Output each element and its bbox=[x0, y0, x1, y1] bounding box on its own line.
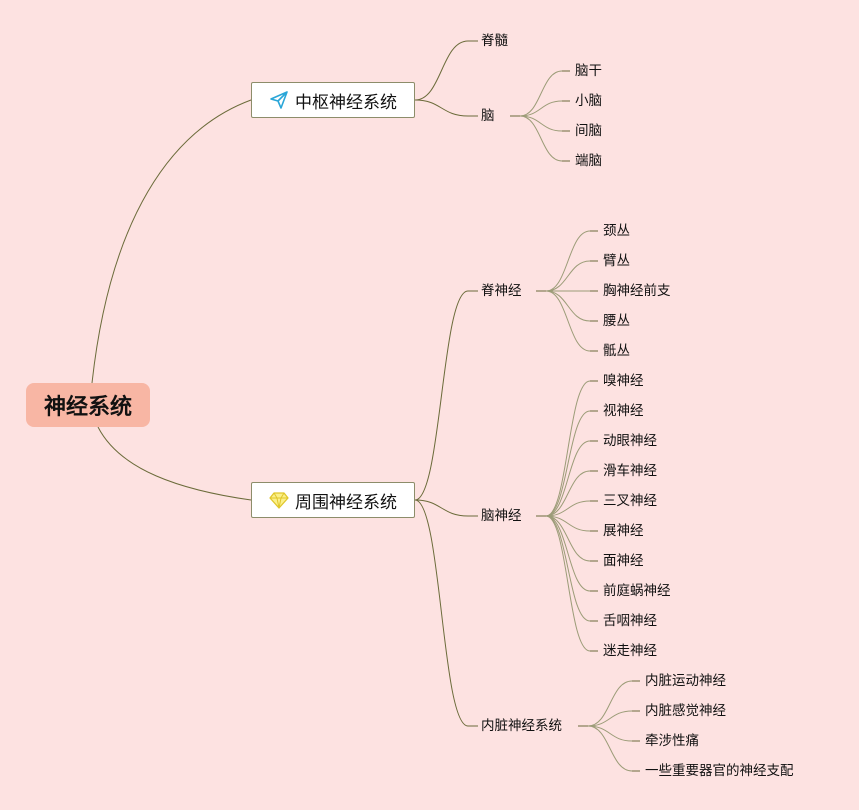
leaf-topic[interactable]: 舌咽神经 bbox=[603, 613, 657, 629]
connector-leaf bbox=[545, 410, 591, 517]
connector-leaf bbox=[519, 115, 563, 132]
connector-root-peripheral bbox=[97, 426, 252, 501]
connector-leaf bbox=[587, 725, 633, 772]
connector-leaf bbox=[587, 725, 633, 742]
leaf-topic[interactable]: 前庭蜗神经 bbox=[603, 583, 671, 599]
connector-leaf bbox=[587, 710, 633, 727]
leaf-topic[interactable]: 端脑 bbox=[575, 153, 602, 169]
leaf-topic[interactable]: 内脏运动神经 bbox=[645, 673, 726, 689]
branch-node-central-nervous-system[interactable]: 中枢神经系统 bbox=[251, 82, 415, 118]
connector-leaf bbox=[545, 470, 591, 517]
leaf-topic[interactable]: 间脑 bbox=[575, 123, 602, 139]
connector-leaf bbox=[587, 680, 633, 727]
leaf-topic[interactable]: 一些重要器官的神经支配 bbox=[645, 763, 794, 779]
connector-leaf bbox=[545, 290, 591, 352]
topic-spinal-nerves[interactable]: 脊神经 bbox=[481, 283, 522, 299]
root-node[interactable]: 神经系统 bbox=[26, 383, 150, 427]
leaf-topic[interactable]: 三叉神经 bbox=[603, 493, 657, 509]
connector-branch bbox=[414, 499, 469, 727]
leaf-topic[interactable]: 胸神经前支 bbox=[603, 283, 671, 299]
topic-visceral-nervous-system[interactable]: 内脏神经系统 bbox=[481, 718, 562, 734]
leaf-topic[interactable]: 内脏感觉神经 bbox=[645, 703, 726, 719]
leaf-topic[interactable]: 滑车神经 bbox=[603, 463, 657, 479]
leaf-topic[interactable]: 迷走神经 bbox=[603, 643, 657, 659]
leaf-topic[interactable]: 腰丛 bbox=[603, 313, 630, 329]
connector-leaf bbox=[545, 230, 591, 292]
branch-node-peripheral-nervous-system[interactable]: 周围神经系统 bbox=[251, 482, 415, 518]
leaf-topic[interactable]: 牵涉性痛 bbox=[645, 733, 699, 749]
connector-leaf bbox=[545, 515, 591, 652]
connector-branch bbox=[414, 40, 469, 101]
topic-brain[interactable]: 脑 bbox=[481, 108, 495, 124]
root-node-label: 神经系统 bbox=[43, 395, 132, 420]
leaf-topic[interactable]: 视神经 bbox=[603, 403, 644, 419]
connector-leaf bbox=[545, 440, 591, 517]
connector-branch bbox=[414, 99, 469, 117]
leaf-topic[interactable]: 颈丛 bbox=[603, 223, 630, 239]
branch-node-label: 周围神经系统 bbox=[295, 492, 397, 513]
leaf-topic[interactable]: 动眼神经 bbox=[603, 433, 657, 449]
connector-leaf bbox=[519, 100, 563, 117]
leaf-topic[interactable]: 面神经 bbox=[603, 553, 644, 569]
connector-leaf bbox=[519, 115, 563, 162]
paper-plane-icon bbox=[269, 90, 289, 110]
topic-cranial-nerves[interactable]: 脑神经 bbox=[481, 508, 522, 524]
connector-branch bbox=[414, 290, 469, 501]
branch-node-label: 中枢神经系统 bbox=[295, 92, 397, 113]
connector-leaf bbox=[545, 260, 591, 292]
connector-branch bbox=[414, 499, 469, 517]
connector-leaf bbox=[545, 515, 591, 592]
connector-leaf bbox=[545, 290, 591, 322]
connector-leaf bbox=[545, 515, 591, 562]
connector-leaf bbox=[545, 500, 591, 517]
leaf-topic[interactable]: 小脑 bbox=[575, 93, 602, 109]
connector-leaf bbox=[519, 70, 563, 117]
connector-leaf bbox=[545, 380, 591, 517]
connector-leaf bbox=[545, 515, 591, 622]
topic-spinal-cord[interactable]: 脊髓 bbox=[481, 33, 508, 49]
leaf-topic[interactable]: 臂丛 bbox=[603, 253, 630, 269]
leaf-topic[interactable]: 嗅神经 bbox=[603, 373, 644, 389]
diamond-icon bbox=[269, 490, 289, 510]
leaf-topic[interactable]: 展神经 bbox=[603, 523, 644, 539]
leaf-topic[interactable]: 骶丛 bbox=[603, 343, 630, 359]
leaf-topic[interactable]: 脑干 bbox=[575, 63, 602, 79]
connector-root-central bbox=[91, 99, 252, 384]
